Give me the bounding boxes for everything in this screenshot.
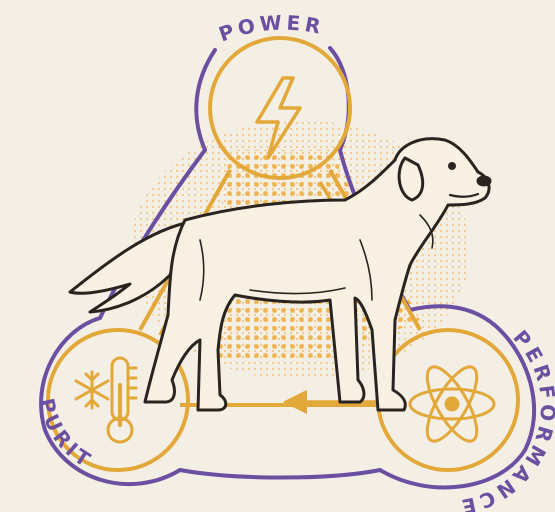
label-power: POWER (216, 10, 327, 46)
snowflake-thermometer-icon (76, 358, 136, 442)
atom-icon (410, 360, 494, 448)
label-purity: PURITY (0, 0, 98, 474)
